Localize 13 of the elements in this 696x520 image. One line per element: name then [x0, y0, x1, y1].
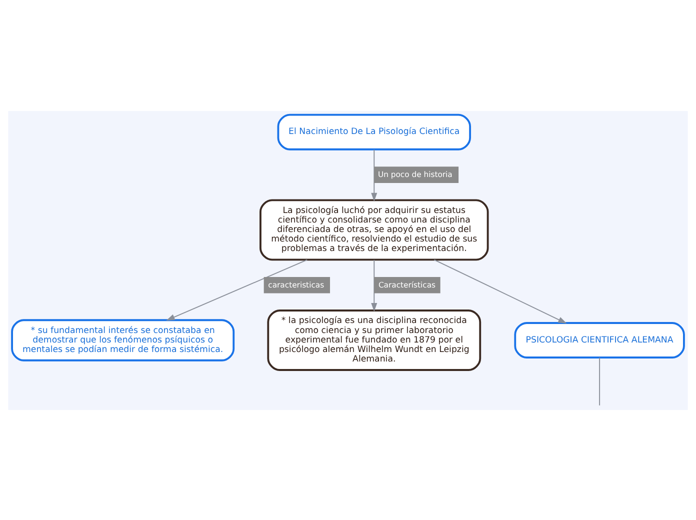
connector — [599, 356, 600, 406]
edge-label: Un poco de historia — [378, 170, 452, 179]
arrow — [371, 258, 378, 312]
arrow — [371, 148, 378, 202]
node-box: PSICOLOGIA CIENTIFICA ALEMANA — [514, 322, 685, 358]
node-box: El Nacimiento De La Pisología Cientifica — [277, 113, 472, 150]
arrow — [166, 258, 308, 320]
node-box: * la psicología es una disciplina reconocida como ciencia y su primer laboratorio experimental fue fundado en 1879 por el psicólogo alemán Wilhelm Wundt en Leipzig Alemania. — [267, 309, 482, 370]
node-box: * su fundamental interés se constataba en demostrar que los fenómenos psíquicos o mentales se podían medir de forma sistémica. — [11, 318, 235, 361]
edge-label: Características — [378, 280, 436, 289]
edge-label: caracteristicas — [268, 280, 324, 289]
arrow — [434, 258, 567, 324]
node-box: La psicología luchó por adquirir su estatus científico y consolidarse como una disciplina diferenciada de otras, se apoyó en el uso del método científico, resolviendo el estudio de sus problemas a través de la experimentación. — [260, 198, 489, 260]
